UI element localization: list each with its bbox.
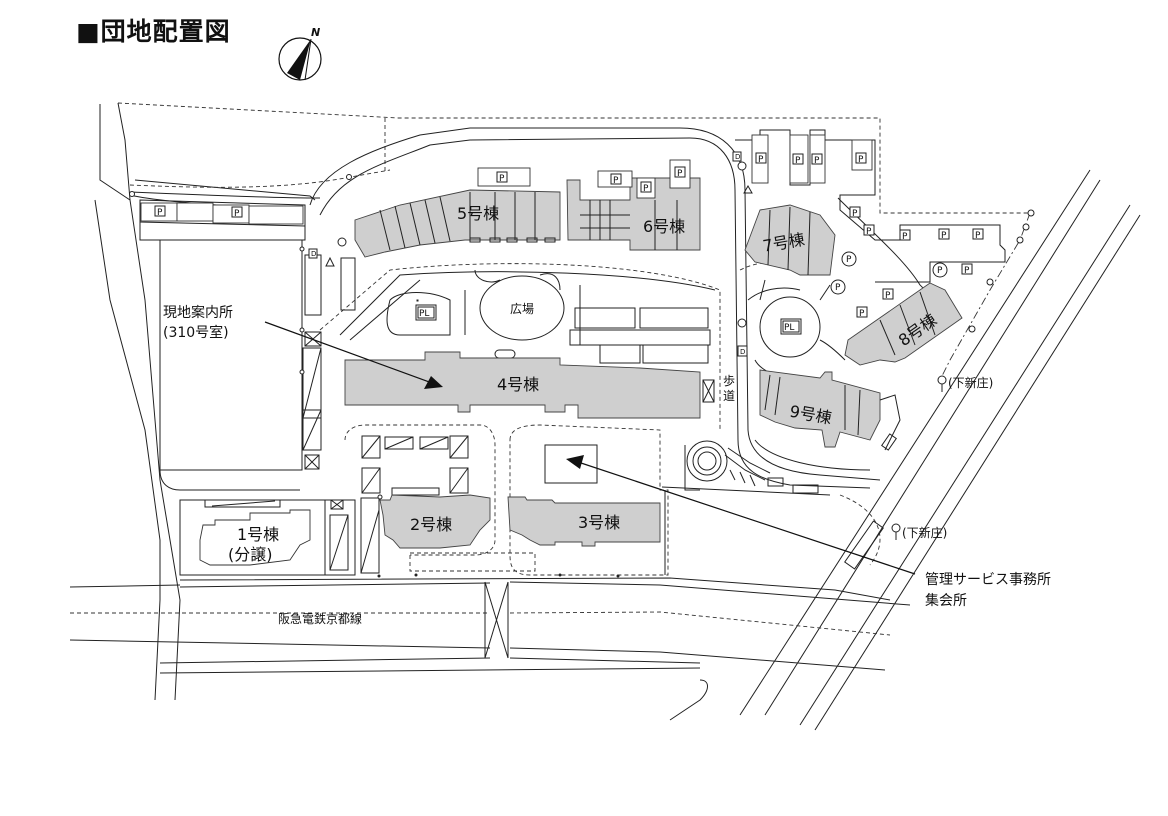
building-1-sublabel: (分譲) — [228, 545, 273, 564]
svg-text:P: P — [758, 155, 764, 165]
building-7: 7号棟 — [744, 204, 836, 276]
building-3-label: 3号棟 — [578, 513, 620, 532]
svg-text:P: P — [234, 209, 240, 219]
parking-icon: P — [640, 181, 652, 194]
building-2: 2号棟 — [379, 494, 491, 549]
page-title: ■団地配置図 — [76, 17, 231, 46]
svg-text:P: P — [964, 266, 970, 276]
svg-text:P: P — [858, 155, 864, 165]
svg-text:P: P — [937, 266, 943, 276]
svg-text:D: D — [735, 153, 740, 161]
building-4: 4号棟 — [344, 351, 701, 419]
svg-text:P: P — [499, 174, 505, 184]
building-6-label: 6号棟 — [643, 217, 685, 236]
management-office-callout: 管理サービス事務所 集会所 — [566, 455, 1051, 609]
parking-icon: P — [610, 173, 622, 186]
svg-text:D: D — [740, 348, 745, 356]
roundabout — [684, 440, 819, 494]
svg-text:P: P — [835, 283, 841, 293]
west-strip — [302, 254, 356, 470]
svg-text:P: P — [902, 232, 908, 242]
north-arrow-icon: N — [278, 26, 322, 81]
svg-text:P: P — [157, 208, 163, 218]
svg-text:P: P — [852, 209, 858, 219]
south-parking-2 — [344, 424, 496, 556]
south-lot-3 — [509, 424, 831, 576]
arrow-head-icon — [424, 376, 443, 389]
central-area: 広場 PL — [319, 263, 721, 430]
svg-text:P: P — [866, 227, 872, 237]
svg-text:P: P — [795, 156, 801, 166]
building-5-label: 5号棟 — [457, 204, 499, 223]
building-3: 3号棟 — [507, 496, 661, 547]
building-6: 6号棟 — [566, 177, 701, 251]
east-highway — [739, 169, 1141, 731]
svg-text:P: P — [846, 255, 852, 265]
building-2-label: 2号棟 — [410, 515, 452, 534]
plaza-label: 広場 — [510, 302, 534, 316]
parking-icons-east: P P P P P P P P P P P P P P — [154, 152, 984, 319]
building-1: 1号棟 (分譲) — [179, 499, 326, 576]
building-4-label: 4号棟 — [497, 375, 539, 394]
bus-stop-label: (下新庄) — [902, 525, 947, 540]
parking-circle-icons: P P P — [830, 251, 948, 295]
bus-stop-label: (下新庄) — [948, 375, 993, 390]
north-road — [129, 127, 881, 489]
playlot-east: PL — [780, 318, 802, 335]
building-4-annex — [702, 379, 715, 403]
svg-text:P: P — [613, 176, 619, 186]
svg-text:D: D — [311, 250, 316, 258]
management-office-label: 管理サービス事務所 — [925, 572, 1051, 588]
building-1-side-structures — [324, 497, 380, 576]
west-lot-curve — [159, 469, 300, 491]
west-road — [94, 102, 316, 701]
bus-stop-south: (下新庄) — [891, 523, 947, 540]
bus-stop-north: (下新庄) — [937, 375, 993, 392]
onsite-office-sublabel: (310号室) — [163, 324, 229, 341]
railway-label: 阪急電鉄京都線 — [278, 611, 362, 626]
building-9: 9号棟 — [759, 369, 881, 448]
site-boundary — [117, 102, 1031, 381]
east-inner-road — [747, 287, 901, 471]
arrow-head-icon — [566, 455, 584, 469]
svg-text:P: P — [885, 291, 891, 301]
west-lot — [159, 239, 303, 471]
onsite-office-callout: 現地案内所 (310号室) — [163, 304, 443, 389]
onsite-office-label: 現地案内所 — [163, 304, 233, 321]
d-markers: D D D — [308, 151, 753, 357]
parking-icon: P — [674, 166, 686, 179]
parking-icon: P — [496, 171, 508, 184]
svg-text:P: P — [941, 231, 947, 241]
svg-text:P: P — [643, 184, 649, 194]
poles — [129, 174, 1035, 500]
building-2-path — [409, 552, 536, 572]
svg-text:P: P — [677, 169, 683, 179]
svg-text:P: P — [814, 156, 820, 166]
railway-corridor: 阪急電鉄京都線 — [69, 573, 911, 721]
building-5: 5号棟 — [354, 189, 561, 258]
building-8: 8号棟 — [844, 282, 963, 366]
building-5-annex — [469, 237, 556, 243]
walkway-label-1: 歩 — [723, 373, 735, 388]
north-label: N — [311, 26, 320, 39]
walkway-label-2: 道 — [723, 389, 735, 403]
playlot-label: PL — [419, 309, 429, 319]
svg-text:P: P — [859, 309, 865, 319]
svg-text:P: P — [975, 231, 981, 241]
svg-text:PL: PL — [784, 323, 794, 333]
management-office-sublabel: 集会所 — [925, 592, 967, 609]
building-1-label: 1号棟 — [237, 525, 279, 544]
